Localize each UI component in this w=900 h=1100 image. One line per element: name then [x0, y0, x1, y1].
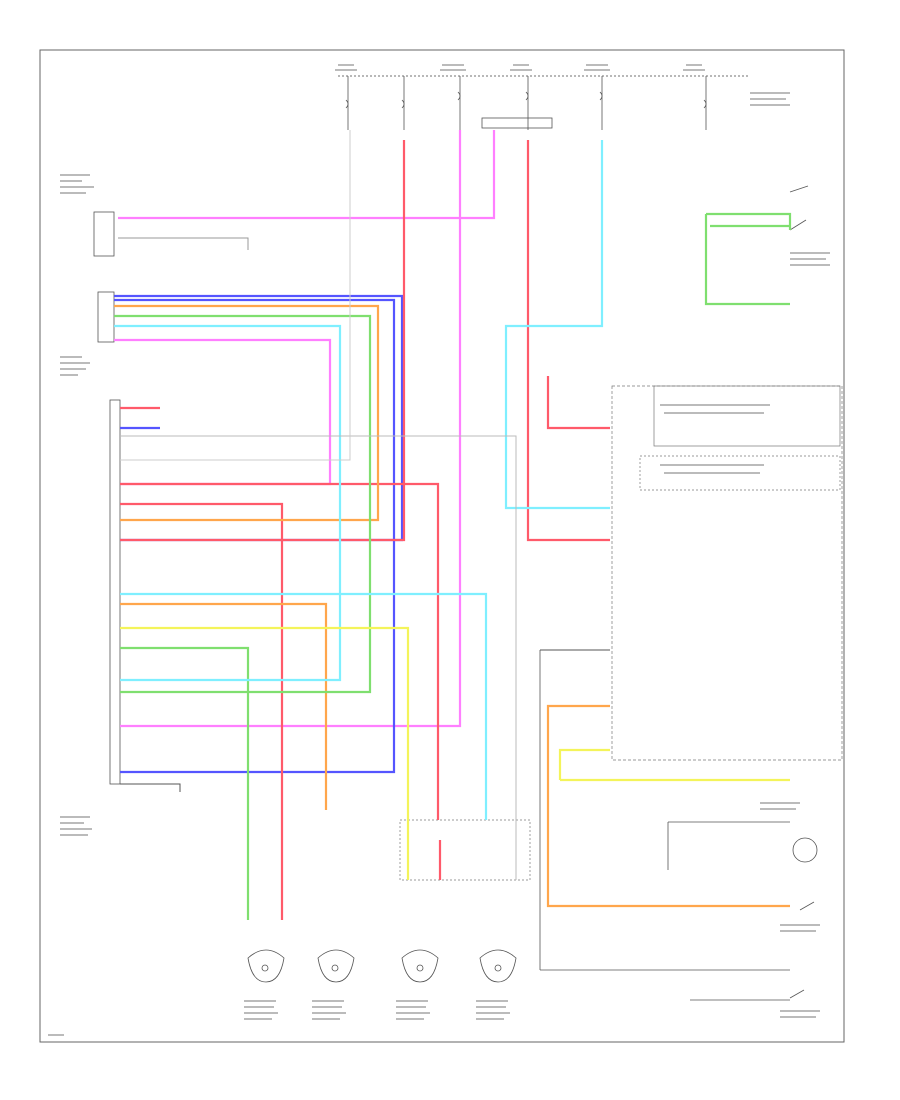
- wire-red-4: [526, 140, 610, 542]
- fuse-label-marks: [335, 64, 705, 71]
- wire-red-3: [120, 502, 284, 920]
- wire-gray-2: [120, 130, 351, 461]
- connector-block-mid-left: [97, 291, 115, 343]
- wire-red-5: [546, 376, 610, 430]
- wire-green-1: [114, 314, 372, 694]
- wire-black-2: [120, 783, 181, 792]
- wires: [114, 130, 792, 920]
- wire-orange-3: [546, 704, 790, 908]
- wire-pink-long: [120, 130, 462, 728]
- wire-green-4: [706, 212, 792, 230]
- wire-pink-top: [118, 130, 496, 220]
- component-boxes: [399, 385, 843, 881]
- wire-orange-1: [114, 304, 380, 522]
- ecm-connector-block: [109, 399, 121, 785]
- wire-gray-3: [118, 237, 249, 250]
- wire-green-2: [120, 646, 250, 920]
- switch-symbols: [539, 185, 818, 1001]
- wire-cyan-1: [114, 324, 342, 682]
- wire-yellow-1: [120, 626, 410, 880]
- wire-yellow-2: [558, 748, 610, 780]
- wire-orange-2: [120, 602, 328, 810]
- wire-gray-1: [120, 435, 517, 880]
- wire-pink-mid: [114, 338, 332, 486]
- wire-green-3: [704, 214, 790, 306]
- wire-cyan-3: [504, 140, 610, 510]
- label-marks: [48, 92, 830, 1036]
- wire-red-main: [120, 140, 406, 542]
- wheel-speed-sensors: [247, 949, 517, 983]
- wire-blue-2: [114, 298, 396, 774]
- wire-red-2: [120, 482, 440, 820]
- fuse-stubs: [345, 76, 707, 130]
- diagram-border: [39, 49, 845, 1043]
- wire-cyan-2: [120, 592, 488, 820]
- connector-block-top-left: [93, 211, 115, 257]
